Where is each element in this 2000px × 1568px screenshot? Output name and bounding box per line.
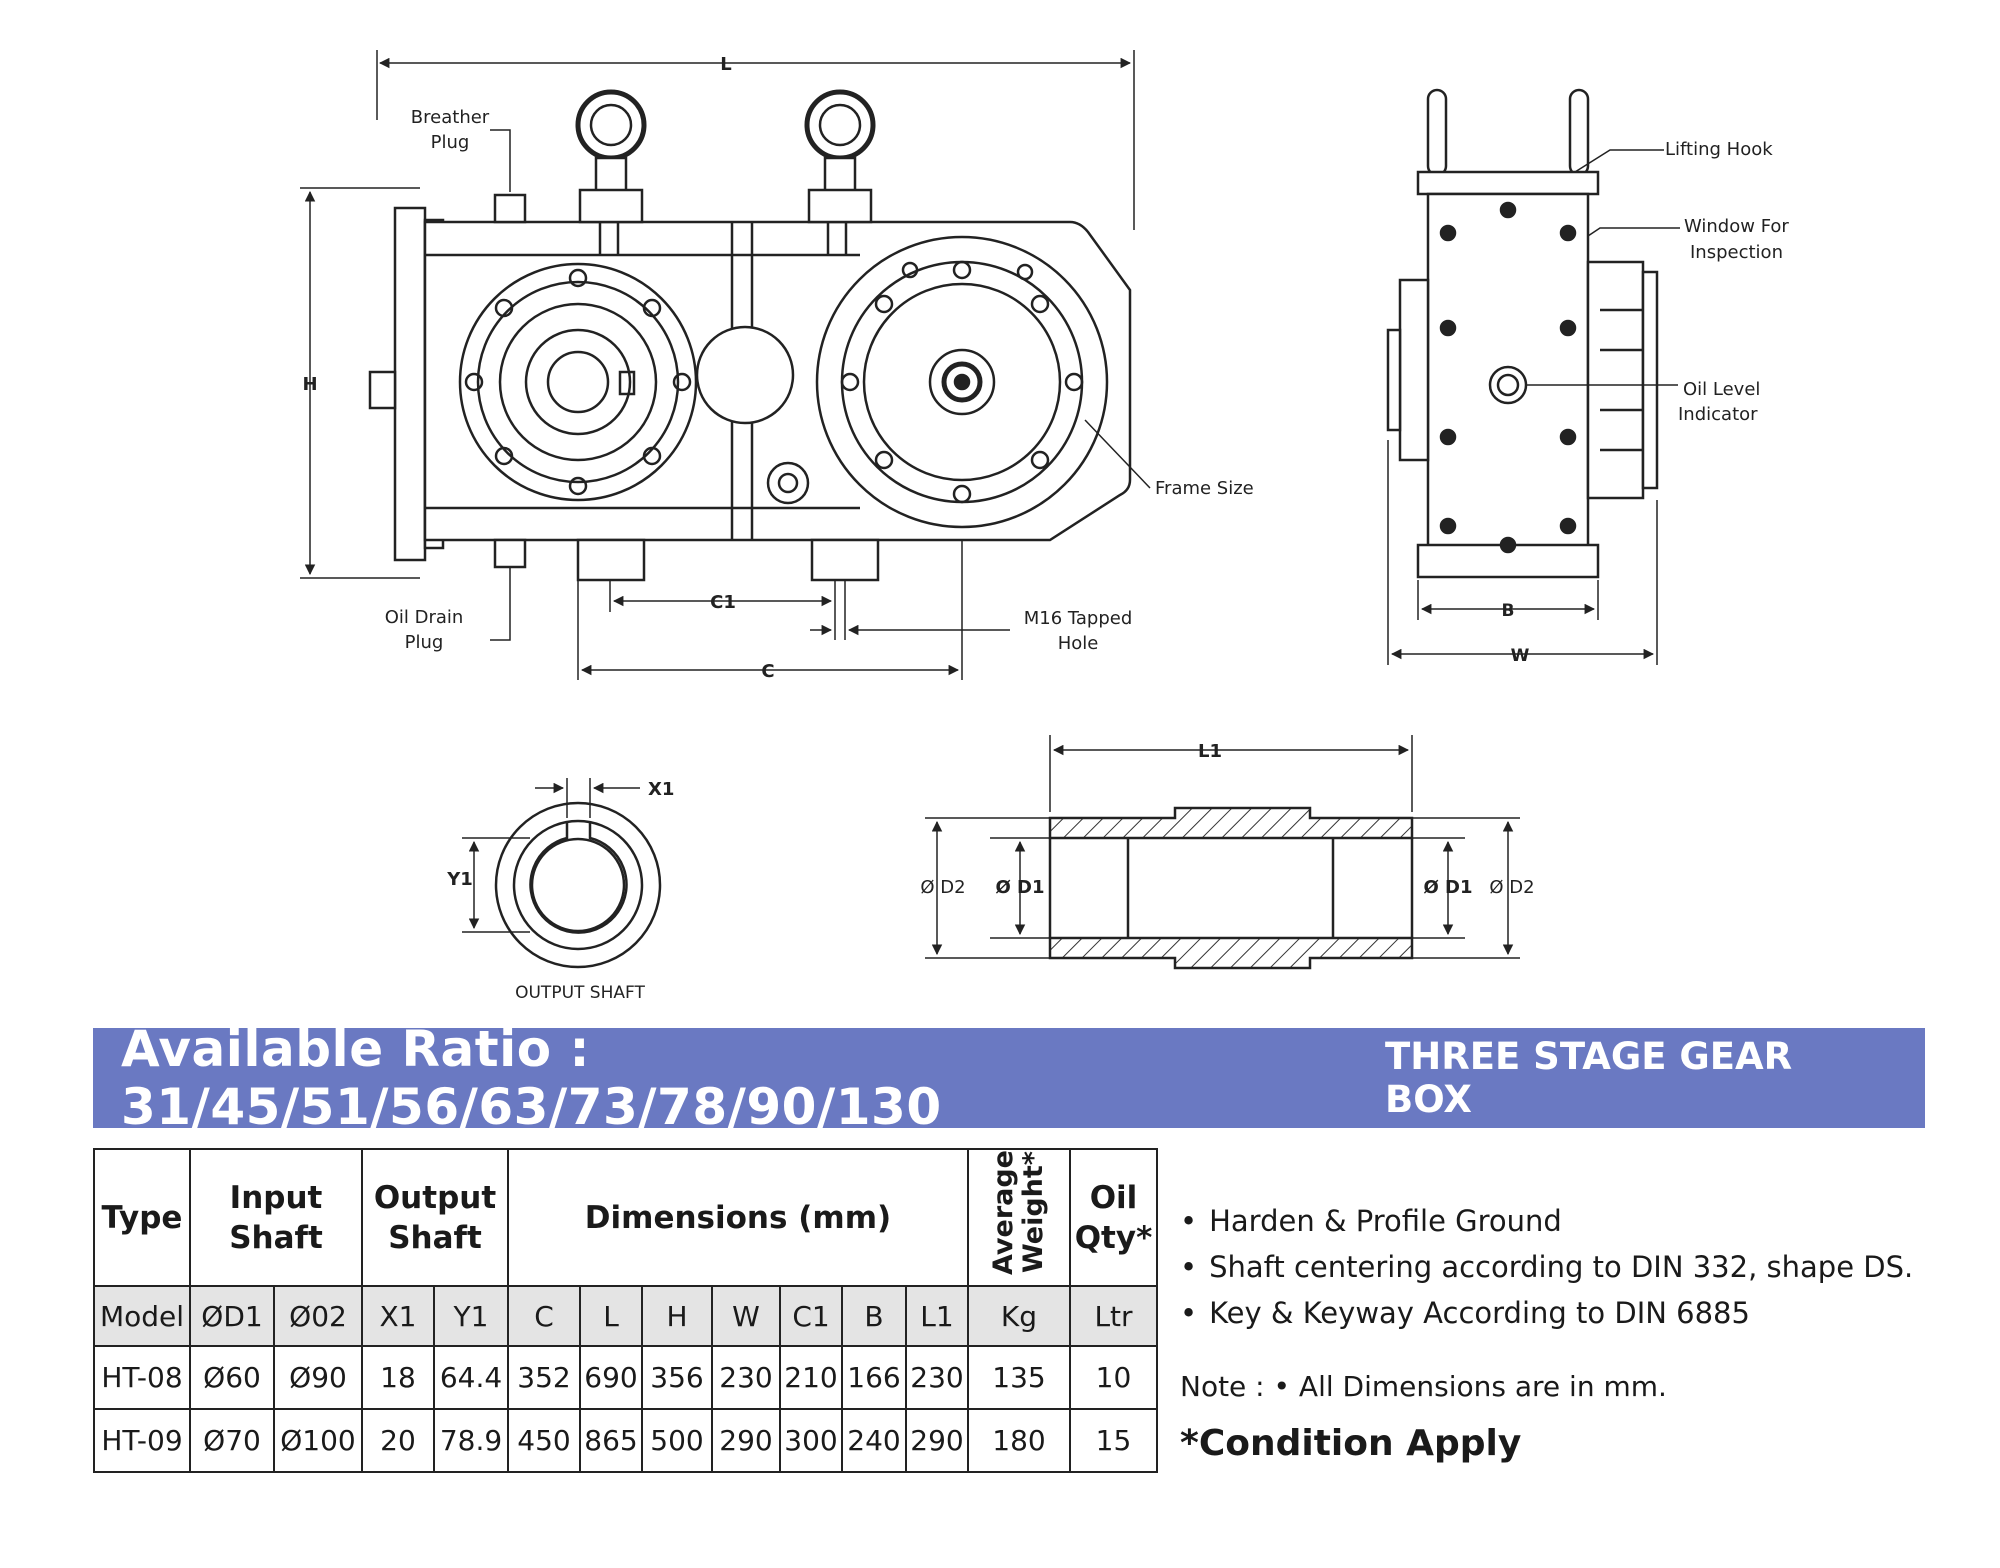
subheader-cell: Ltr — [1069, 1285, 1158, 1348]
header-dimensions: Dimensions (mm) — [507, 1147, 969, 1288]
table-cell: Ø90 — [273, 1345, 363, 1411]
table-cell: 230 — [905, 1345, 969, 1411]
table-cell: 78.9 — [433, 1408, 509, 1474]
table-cell: 450 — [507, 1408, 581, 1474]
table-cell: 20 — [361, 1408, 435, 1474]
note-bullet: Shaft centering according to DIN 332, sh… — [1180, 1244, 1913, 1290]
header-oil-2: Qty* — [1074, 1219, 1153, 1256]
oil-drain-label: Oil Drain — [385, 607, 464, 628]
header-output-2: Shaft — [388, 1219, 482, 1256]
dimension-note: Note : • All Dimensions are in mm. — [1180, 1370, 1667, 1403]
table-cell: Ø100 — [273, 1408, 363, 1474]
breather-label: Breather — [411, 107, 490, 128]
subheader-cell: C1 — [779, 1285, 843, 1348]
dim-D2-left: Ø D2 — [920, 877, 965, 898]
table-cell: 290 — [711, 1408, 781, 1474]
header-output-1: Output — [373, 1179, 497, 1216]
table-cell: 210 — [779, 1345, 843, 1411]
table-cell: 135 — [967, 1345, 1071, 1411]
subheader-cell: L1 — [905, 1285, 969, 1348]
table-cell: 64.4 — [433, 1345, 509, 1411]
table-cell: 230 — [711, 1345, 781, 1411]
header-weight-1: Average — [988, 1150, 1019, 1276]
oil-level-label: Oil Level — [1683, 379, 1760, 400]
output-shaft-view — [462, 778, 662, 969]
subheader-cell: Y1 — [433, 1285, 509, 1348]
subheader-cell: Kg — [967, 1285, 1071, 1348]
dim-Y1: Y1 — [446, 869, 473, 890]
note-bullet: Harden & Profile Ground — [1180, 1198, 1913, 1244]
table-cell: 500 — [641, 1408, 713, 1474]
dim-L1: L1 — [1198, 741, 1222, 762]
table-cell: 166 — [841, 1345, 907, 1411]
breather-label-2: Plug — [431, 132, 470, 153]
table-cell: 356 — [641, 1345, 713, 1411]
table-cell: 865 — [579, 1408, 643, 1474]
side-view — [1386, 88, 1680, 665]
dim-X1: X1 — [648, 779, 674, 800]
table-cell: 180 — [967, 1408, 1071, 1474]
dim-D2-right: Ø D2 — [1489, 877, 1534, 898]
subheader-cell: C — [507, 1285, 581, 1348]
table-cell: 10 — [1069, 1345, 1158, 1411]
window-label-2: Inspection — [1690, 242, 1783, 263]
table-cell: HT-08 — [93, 1345, 191, 1411]
dim-W: W — [1511, 646, 1530, 666]
dim-L: L — [720, 54, 731, 75]
table-cell: 18 — [361, 1345, 435, 1411]
frame-size-label: Frame Size — [1155, 478, 1254, 499]
condition-note: *Condition Apply — [1180, 1423, 1522, 1464]
table-cell: 15 — [1069, 1408, 1158, 1474]
available-ratio-title: Available Ratio : 31/45/51/56/63/73/78/9… — [121, 1020, 942, 1136]
table-cell: Ø70 — [189, 1408, 275, 1474]
table-row: HT-09 Ø70 Ø100 20 78.9 450 865 500 290 3… — [93, 1408, 1158, 1474]
oil-level-label-2: Indicator — [1678, 404, 1758, 425]
header-input-1: Input — [229, 1179, 323, 1216]
output-shaft-label: OUTPUT SHAFT — [515, 983, 645, 1003]
table-cell: 300 — [779, 1408, 843, 1474]
subheader-cell: B — [841, 1285, 907, 1348]
dim-C: C — [761, 661, 774, 682]
oil-drain-label-2: Plug — [405, 632, 444, 653]
subheader-cell: X1 — [361, 1285, 435, 1348]
subheader-cell: Ø02 — [273, 1285, 363, 1348]
dim-H: H — [302, 374, 317, 395]
subheader-cell: W — [711, 1285, 781, 1348]
table-cell: 240 — [841, 1408, 907, 1474]
table-cell: Ø60 — [189, 1345, 275, 1411]
feature-notes: Harden & Profile Ground Shaft centering … — [1180, 1198, 1913, 1336]
ratio-banner: Available Ratio : 31/45/51/56/63/73/78/9… — [93, 1020, 1925, 1136]
subheader-cell: Model — [93, 1285, 191, 1348]
window-label: Window For — [1684, 216, 1789, 237]
table-cell: 290 — [905, 1408, 969, 1474]
header-weight-2: Weight* — [1018, 1151, 1049, 1274]
dim-D1-right: Ø D1 — [1423, 877, 1472, 898]
table-cell: 690 — [579, 1345, 643, 1411]
table-cell: 352 — [507, 1345, 581, 1411]
tapped-hole-label-2: Hole — [1058, 633, 1099, 654]
note-bullet: Key & Keyway According to DIN 6885 — [1180, 1290, 1913, 1336]
lifting-hook-label: Lifting Hook — [1665, 139, 1773, 160]
front-view — [300, 50, 1151, 680]
dim-C1: C1 — [710, 592, 736, 613]
subheader-cell: ØD1 — [189, 1285, 275, 1348]
table-row: HT-08 Ø60 Ø90 18 64.4 352 690 356 230 21… — [93, 1345, 1158, 1411]
tapped-hole-label: M16 Tapped — [1024, 608, 1133, 629]
header-type: Type — [93, 1147, 191, 1288]
subheader-cell: L — [579, 1285, 643, 1348]
dim-D1-left: Ø D1 — [995, 877, 1044, 898]
hollow-shaft-view — [925, 735, 1520, 970]
table-cell: HT-09 — [93, 1408, 191, 1474]
stage-title: THREE STAGE GEAR BOX — [1385, 1035, 1793, 1121]
dim-B: B — [1502, 601, 1515, 621]
technical-drawing: Breather Plug Oil Drain Plug M16 Tapped … — [300, 50, 1789, 1003]
subheader-cell: H — [641, 1285, 713, 1348]
header-oil-1: Oil — [1089, 1179, 1138, 1216]
header-input-2: Shaft — [229, 1219, 323, 1256]
